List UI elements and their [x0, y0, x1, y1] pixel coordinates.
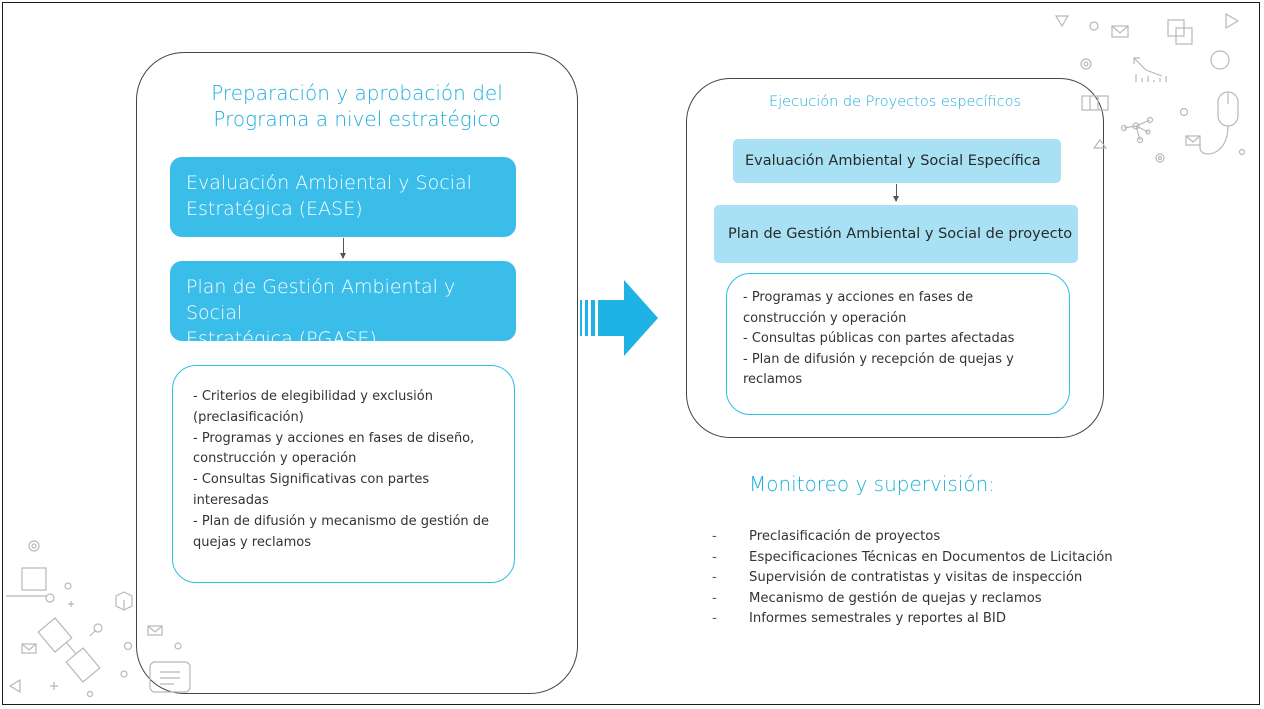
- circle-icon: [1179, 107, 1189, 117]
- network-icon: [1120, 116, 1154, 144]
- monitoring-list: Preclasificación de proyectos Especifica…: [712, 527, 1113, 630]
- play-icon: [1225, 12, 1240, 30]
- list-item: (preclasificación): [193, 409, 304, 425]
- strategic-title-line-1: Preparación y aprobación del: [211, 81, 503, 105]
- pgas-project-box: Plan de Gestión Ambiental y Social de pr…: [714, 205, 1078, 263]
- ease-to-pgase-connector: [340, 238, 346, 259]
- envelope-icon: [147, 625, 163, 636]
- eas-specific-box: Evaluación Ambiental y Social Específica: [733, 139, 1061, 183]
- gear-icon: [1080, 58, 1092, 70]
- list-item: - Plan de difusión y recepción de quejas…: [743, 351, 1014, 367]
- envelope-icon: [21, 643, 37, 654]
- list-item: reclamos: [743, 372, 803, 387]
- project-actions-list: - Programas y acciones en fases de const…: [726, 273, 1070, 415]
- strategic-title-line-2: Programa a nivel estratégico: [213, 107, 501, 131]
- monitor-icon: [6, 567, 55, 603]
- satellite-icon: [37, 617, 103, 683]
- circle-icon: [1089, 21, 1099, 31]
- monitoring-item: Mecanismo de gestión de quejas y reclamo…: [712, 589, 1113, 610]
- list-item: - Plan de difusión y mecanismo de gestió…: [193, 513, 490, 529]
- strategic-actions-list: - Criterios de elegibilidad y exclusión …: [172, 365, 515, 583]
- cube-icon: [115, 591, 133, 611]
- touch-screen-icon: [149, 661, 191, 693]
- pgase-box-line-2: Estratégica (PGASE): [186, 328, 377, 350]
- envelope-icon: [1185, 135, 1201, 146]
- monitoring-item: Especificaciones Técnicas en Documentos …: [712, 548, 1113, 569]
- tech-decoration-top-right: [1054, 12, 1246, 163]
- pgase-box: Plan de Gestión Ambiental y Social Estra…: [170, 261, 516, 350]
- list-item: interesadas: [193, 492, 269, 508]
- list-item: quejas y reclamos: [193, 534, 311, 550]
- strategic-program-title: Preparación y aprobación del Programa a …: [160, 80, 554, 132]
- monitoring-title: Monitoreo y supervisión:: [749, 472, 996, 496]
- chart-icon: [1133, 57, 1167, 82]
- gear-icon: [28, 540, 40, 552]
- pgase-box-line-1: Plan de Gestión Ambiental y Social: [186, 276, 456, 324]
- list-item: - Criterios de elegibilidad y exclusión: [193, 389, 433, 404]
- gear-icon: [86, 690, 94, 698]
- monitoring-item: Preclasificación de proyectos: [712, 527, 1113, 548]
- circle-icon: [1238, 148, 1246, 156]
- eas-to-pgas-connector: [893, 184, 899, 202]
- triangle-icon: [8, 678, 21, 694]
- battery-icon: [1081, 95, 1109, 111]
- circle-icon: [174, 642, 182, 650]
- tech-decoration-bottom-left: [6, 540, 191, 698]
- list-item: - Programas y acciones en fases de diseñ…: [193, 430, 475, 446]
- list-item: construcción y operación: [743, 310, 907, 326]
- triangle-icon: [1092, 139, 1108, 149]
- project-execution-title: Ejecución de Proyectos específicos: [768, 94, 1021, 110]
- squares-icon: [1167, 19, 1193, 45]
- circle-icon: [1210, 50, 1230, 70]
- list-item: - Programas y acciones en fases de: [743, 290, 974, 305]
- ease-box: Evaluación Ambiental y Social Estratégic…: [170, 157, 516, 237]
- plus-icon: [68, 601, 74, 607]
- circle-icon: [120, 670, 128, 678]
- triangle-icon: [1054, 15, 1070, 28]
- plus-icon: [50, 682, 58, 690]
- envelope-icon: [1111, 25, 1129, 38]
- list-item: - Consultas Significativas con partes: [193, 472, 430, 488]
- flow-arrow-icon: [580, 280, 658, 356]
- ease-box-line-1: Evaluación Ambiental y Social: [186, 172, 472, 194]
- gear-icon: [1155, 153, 1165, 163]
- monitoring-item: Supervisión de contratistas y visitas de…: [712, 568, 1113, 589]
- ease-box-line-2: Estratégica (EASE): [186, 198, 363, 220]
- list-item: - Consultas públicas con partes afectada…: [743, 331, 1015, 346]
- monitoring-item: Informes semestrales y reportes al BID: [712, 609, 1113, 630]
- circle-icon: [64, 582, 72, 590]
- mouse-icon: [1199, 91, 1239, 155]
- list-item: construcción y operación: [193, 451, 357, 467]
- gear-icon: [123, 641, 133, 651]
